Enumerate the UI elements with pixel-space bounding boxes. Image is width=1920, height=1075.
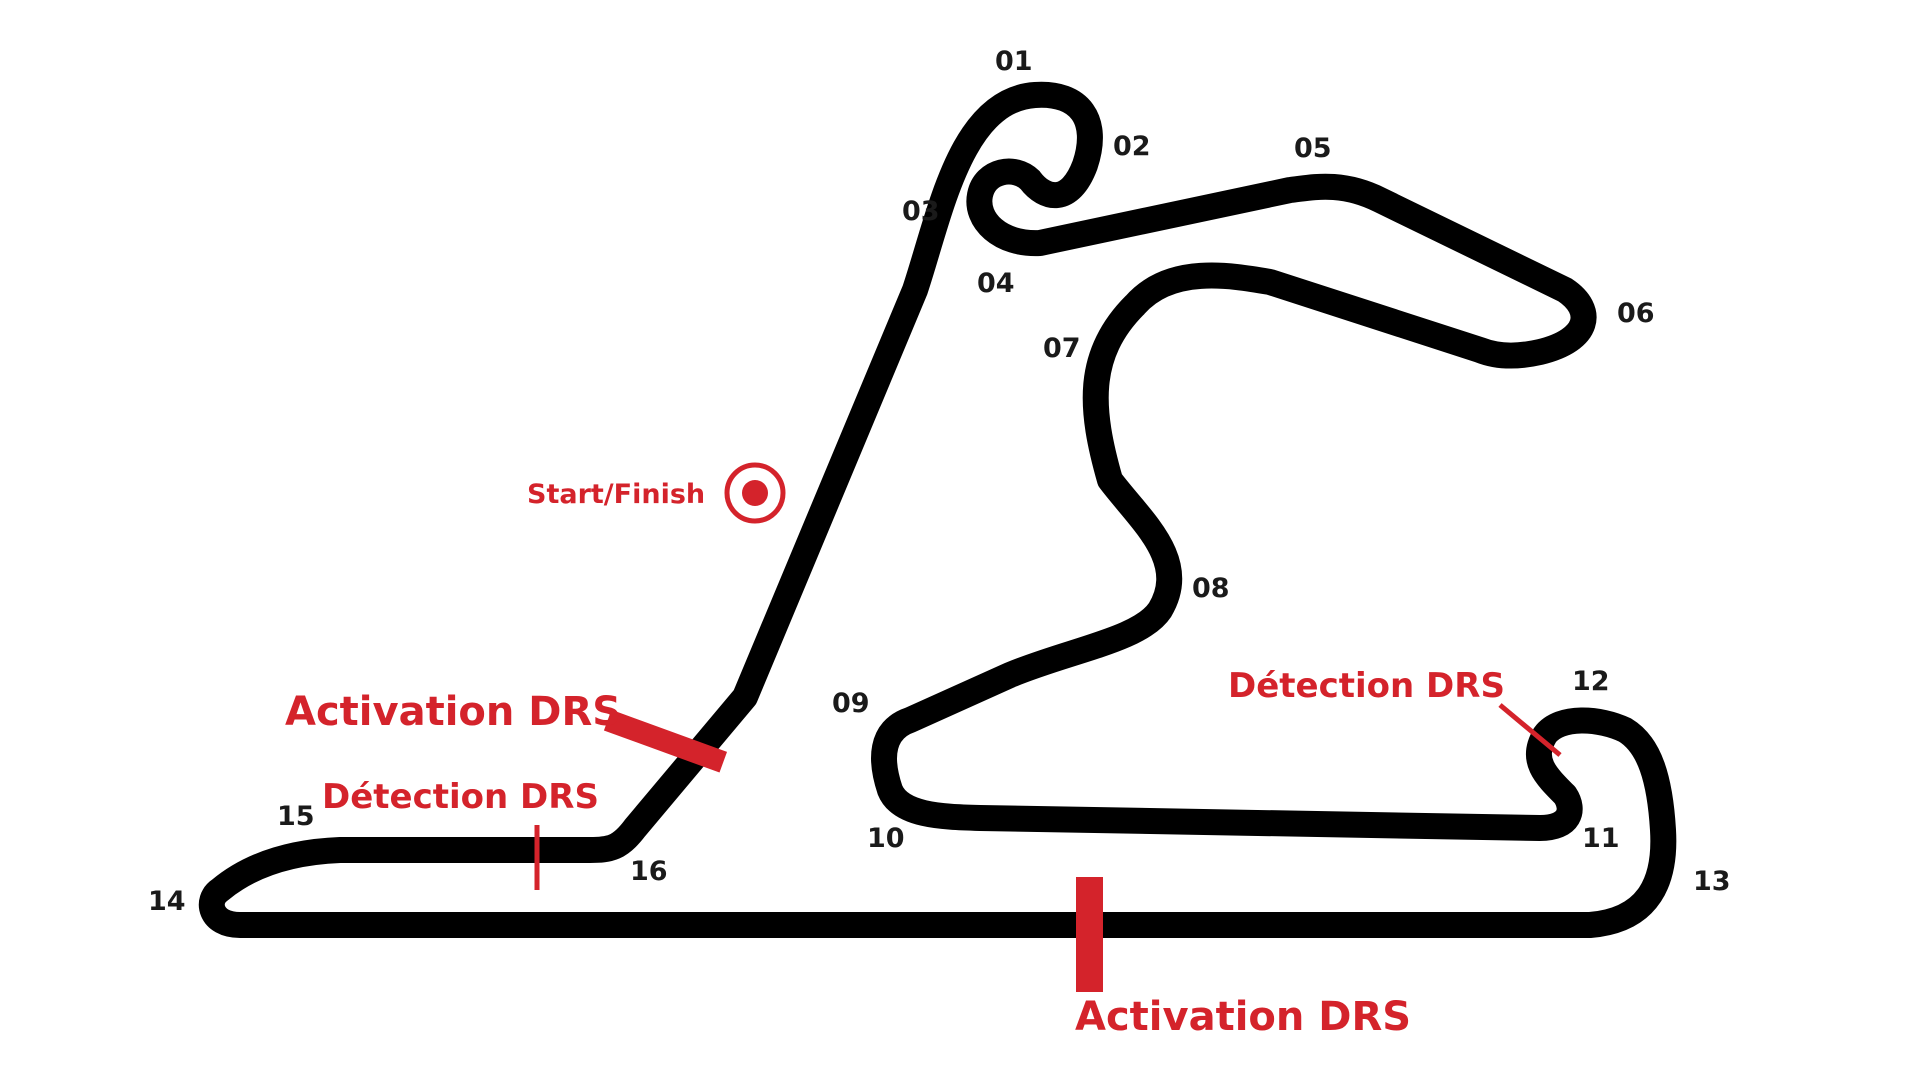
- start-finish-label: Start/Finish: [527, 479, 705, 510]
- target-icon: [724, 462, 786, 524]
- arrow-up-icon: [768, 388, 792, 456]
- turn-label-03: 03: [902, 196, 940, 227]
- drs-detection-marker-2: [1498, 703, 1562, 757]
- turn-label-01: 01: [995, 46, 1033, 77]
- drs-detection-label-2: Détection DRS: [1228, 666, 1505, 706]
- drs-activation-label-1: Activation DRS: [285, 689, 621, 735]
- turn-label-13: 13: [1693, 866, 1731, 897]
- turn-label-02: 02: [1113, 131, 1151, 162]
- turn-label-05: 05: [1294, 133, 1332, 164]
- turn-label-16: 16: [630, 856, 668, 887]
- turn-label-09: 09: [832, 688, 870, 719]
- race-track: [198, 81, 1677, 938]
- turn-label-08: 08: [1192, 573, 1230, 604]
- turn-label-14: 14: [148, 886, 186, 917]
- drs-activation-marker-1: [603, 709, 728, 773]
- drs-activation-marker-2: [1076, 877, 1103, 992]
- turn-label-06: 06: [1617, 298, 1655, 329]
- turn-label-04: 04: [977, 268, 1015, 299]
- drs-detection-label-1: Détection DRS: [322, 777, 599, 817]
- drs-activation-label-2: Activation DRS: [1075, 994, 1411, 1040]
- turn-label-11: 11: [1582, 823, 1620, 854]
- turn-label-07: 07: [1043, 333, 1081, 364]
- turn-label-15: 15: [277, 801, 315, 832]
- turn-label-10: 10: [867, 823, 905, 854]
- turn-label-12: 12: [1572, 666, 1610, 697]
